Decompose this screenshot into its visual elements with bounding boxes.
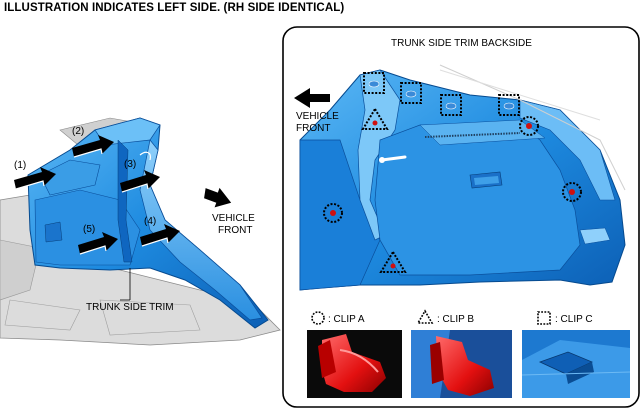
clip-c-marker (363, 72, 385, 94)
removal-arrow-1 (14, 167, 56, 190)
label-number-3: (3) (124, 159, 136, 170)
clip-c-photo-icon (521, 340, 631, 398)
clip-b-photo-icon (411, 330, 494, 398)
vehicle-front-right-line1: VEHICLE (296, 111, 339, 122)
page-heading: ILLUSTRATION INDICATES LEFT SIDE. (RH SI… (4, 2, 345, 14)
clip-c-marker (400, 82, 422, 104)
removal-arrow-4 (140, 224, 180, 247)
clip-a-photo-icon (318, 334, 386, 392)
label-number-1: (1) (14, 160, 26, 171)
clip-a-marker (519, 116, 539, 136)
legend-clip-c: : CLIP C (521, 311, 631, 398)
clip-a-marker (323, 203, 343, 223)
removal-arrow-5 (78, 232, 118, 255)
clip-c-marker (440, 94, 462, 116)
vehicle-front-arrow-right-panel (294, 88, 330, 108)
backside-panel: TRUNK SIDE TRIM BACKSIDE VEHICLE FRONT (282, 26, 640, 408)
backside-panel-title: TRUNK SIDE TRIM BACKSIDE (391, 38, 532, 49)
clip-c-marker (498, 94, 520, 116)
clip-b-marker (379, 250, 407, 273)
vehicle-front-right-line2: FRONT (296, 123, 330, 134)
legend-clip-c-label: : CLIP C (555, 314, 593, 325)
legend-clip-a-label: : CLIP A (328, 314, 365, 325)
left-illustration: (2) (1) (3) (4) (5) VEHICLE FRONT TRUNK … (0, 117, 281, 346)
label-number-5: (5) (83, 224, 95, 235)
label-number-4: (4) (144, 216, 156, 227)
backside-trim-illustration (299, 64, 626, 291)
vehicle-front-label-line1: VEHICLE (212, 213, 255, 224)
clip-a-marker (562, 182, 582, 202)
trunk-side-trim-label: TRUNK SIDE TRIM (86, 302, 174, 313)
removal-arrow-3 (120, 170, 160, 193)
legend-clip-a: : CLIP A (307, 311, 402, 398)
clip-b-marker (361, 107, 389, 130)
vehicle-front-arrow-left-fig (204, 187, 232, 208)
vehicle-front-label-line2: FRONT (218, 225, 252, 236)
legend-clip-b-label: : CLIP B (437, 314, 474, 325)
label-number-2: (2) (72, 126, 84, 137)
legend-clip-b: : CLIP B (411, 309, 512, 398)
removal-arrow-2 (72, 135, 114, 158)
